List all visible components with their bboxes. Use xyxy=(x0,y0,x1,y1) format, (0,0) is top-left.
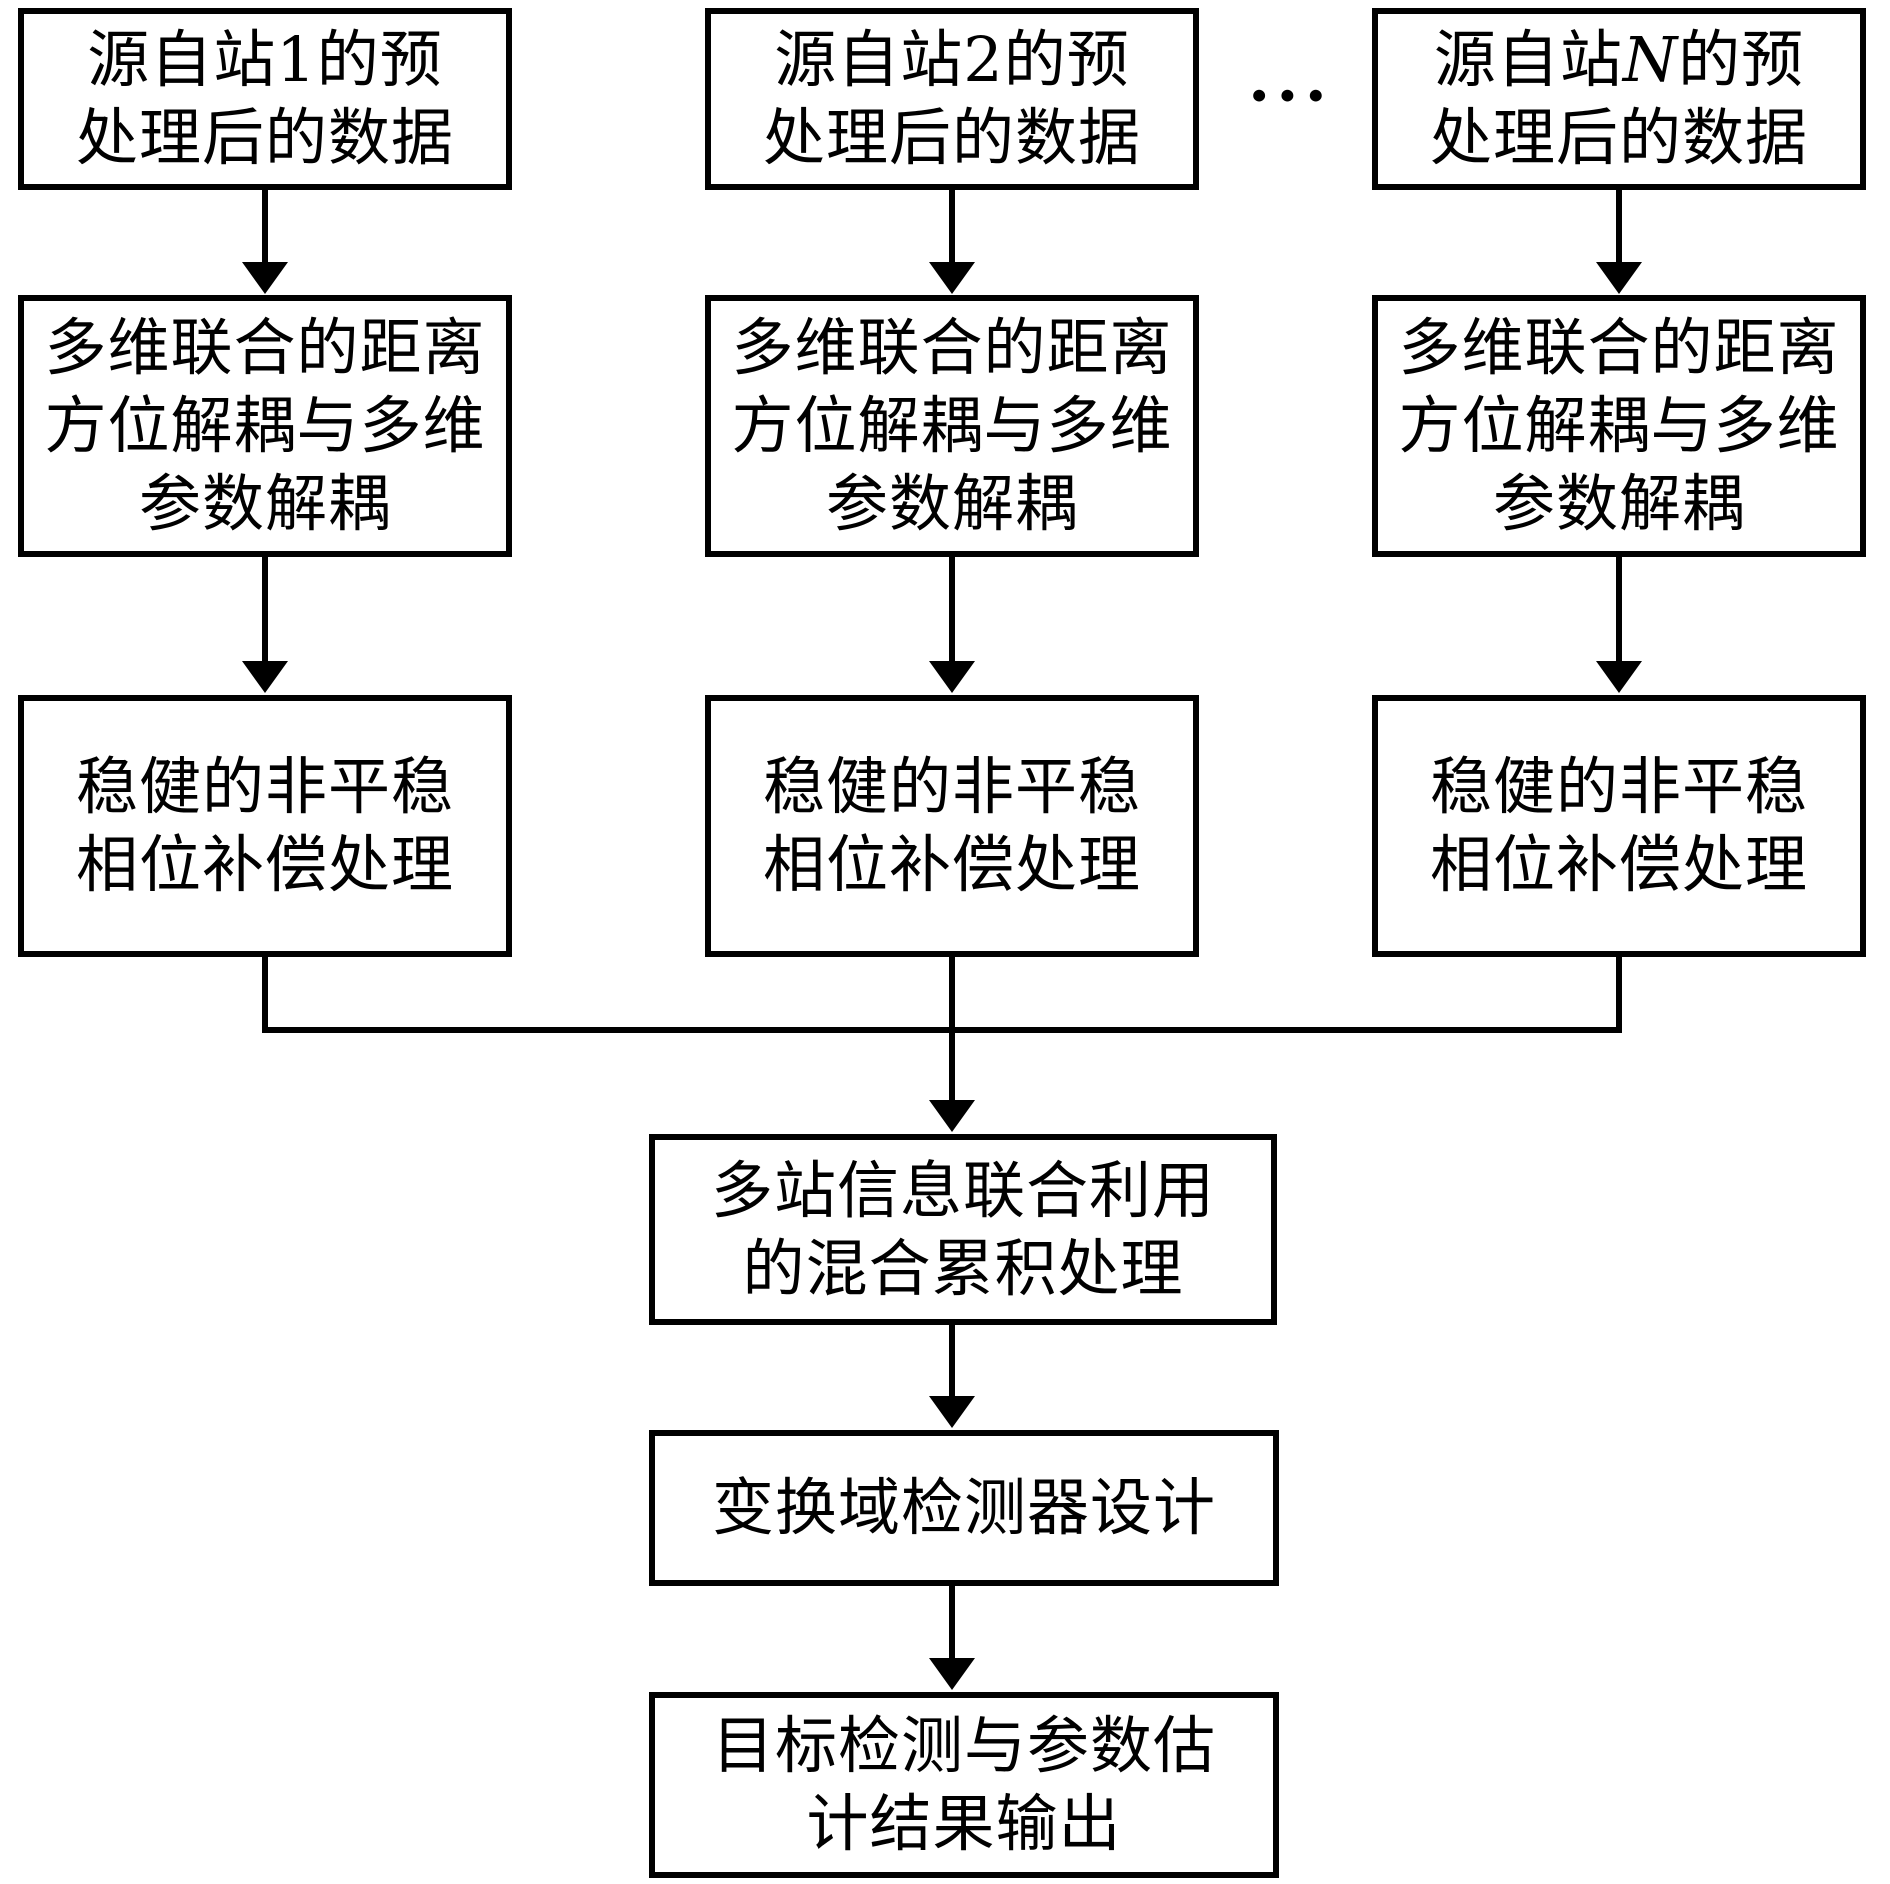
phase-1-line1: 稳健的非平稳 xyxy=(75,750,454,823)
phase-n-line2: 相位补偿处理 xyxy=(1429,828,1808,901)
arrow-line-col3-r2 xyxy=(1616,557,1622,661)
decouple-n-line2: 方位解耦与多维 xyxy=(1398,389,1840,462)
decouple-box-n: 多维联合的距离 方位解耦与多维 参数解耦 xyxy=(1372,295,1866,557)
decouple-n-line3: 参数解耦 xyxy=(1492,467,1745,540)
decouple-2-line1: 多维联合的距离 xyxy=(731,311,1173,384)
arrow-head-col1-r1 xyxy=(242,262,288,294)
station-2-data-box: 源自站2的预 处理后的数据 xyxy=(705,8,1199,190)
fusion-line2: 的混合累积处理 xyxy=(742,1231,1184,1305)
arrow-head-col3-r2 xyxy=(1596,661,1642,693)
arrow-head-col3-r1 xyxy=(1596,262,1642,294)
decouple-2-line3: 参数解耦 xyxy=(825,467,1078,540)
phase-box-2: 稳健的非平稳 相位补偿处理 xyxy=(705,695,1199,957)
decouple-1-line3: 参数解耦 xyxy=(138,467,391,540)
arrow-head-col1-r2 xyxy=(242,661,288,693)
ellipsis-icon: ··· xyxy=(1248,59,1333,134)
phase-2-line1: 稳健的非平稳 xyxy=(762,750,1141,823)
station-n-data-line2: 处理后的数据 xyxy=(1429,101,1808,174)
decouple-box-1: 多维联合的距离 方位解耦与多维 参数解耦 xyxy=(18,295,512,557)
fusion-box: 多站信息联合利用 的混合累积处理 xyxy=(649,1134,1277,1325)
merge-drop-col2 xyxy=(949,957,955,1102)
arrow-head-col2-r1 xyxy=(929,262,975,294)
arrow-line-col1-r2 xyxy=(262,557,268,661)
phase-n-line1: 稳健的非平稳 xyxy=(1429,750,1808,823)
arrow-head-fusion xyxy=(929,1396,975,1428)
detector-line1: 变换域检测器设计 xyxy=(711,1471,1216,1544)
station-1-data-box: 源自站1的预 处理后的数据 xyxy=(18,8,512,190)
arrow-line-detector xyxy=(949,1586,955,1660)
station-n-data-box: 源自站N的预 处理后的数据 xyxy=(1372,8,1866,190)
detector-box: 变换域检测器设计 xyxy=(649,1430,1279,1586)
output-line2: 计结果输出 xyxy=(806,1787,1122,1860)
arrow-line-fusion xyxy=(949,1325,955,1398)
phase-2-line2: 相位补偿处理 xyxy=(762,828,1141,901)
phase-box-1: 稳健的非平稳 相位补偿处理 xyxy=(18,695,512,957)
station-2-id: 2 xyxy=(963,23,1004,96)
arrow-line-col2-r1 xyxy=(949,190,955,264)
output-box: 目标检测与参数估 计结果输出 xyxy=(649,1692,1279,1878)
arrow-line-col2-r2 xyxy=(949,557,955,661)
arrow-line-col3-r1 xyxy=(1616,190,1622,264)
station-1-id: 1 xyxy=(276,23,317,96)
decouple-2-line2: 方位解耦与多维 xyxy=(731,389,1173,462)
arrow-line-col1-r1 xyxy=(262,190,268,264)
station-1-data-line1: 源自站1的预 xyxy=(87,23,443,96)
station-n-id: N xyxy=(1622,23,1679,96)
decouple-1-line2: 方位解耦与多维 xyxy=(44,389,486,462)
arrow-head-col2-r2 xyxy=(929,661,975,693)
station-1-data-line2: 处理后的数据 xyxy=(75,101,454,174)
phase-1-line2: 相位补偿处理 xyxy=(75,828,454,901)
merge-arrow-head xyxy=(929,1100,975,1132)
merge-drop-col3 xyxy=(1616,957,1622,1033)
decouple-box-2: 多维联合的距离 方位解耦与多维 参数解耦 xyxy=(705,295,1199,557)
merge-drop-col1 xyxy=(262,957,268,1033)
station-2-data-line1: 源自站2的预 xyxy=(774,23,1130,96)
merge-horizontal-line xyxy=(262,1027,1622,1033)
station-n-data-line1: 源自站N的预 xyxy=(1433,23,1805,96)
decouple-n-line1: 多维联合的距离 xyxy=(1398,311,1840,384)
decouple-1-line1: 多维联合的距离 xyxy=(44,311,486,384)
arrow-head-detector xyxy=(929,1658,975,1690)
output-line1: 目标检测与参数估 xyxy=(711,1709,1216,1782)
station-2-data-line2: 处理后的数据 xyxy=(762,101,1141,174)
phase-box-n: 稳健的非平稳 相位补偿处理 xyxy=(1372,695,1866,957)
fusion-line1: 多站信息联合利用 xyxy=(710,1153,1215,1227)
